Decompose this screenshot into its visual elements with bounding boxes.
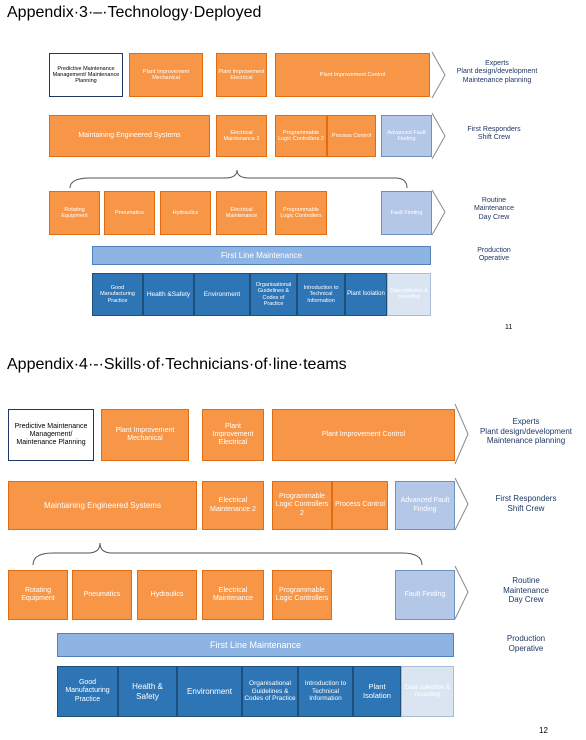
box-pneumatics: Pneumatics	[72, 570, 132, 620]
box-plant-isolation: Plant Isolation	[353, 666, 401, 717]
side-label-experts: Experts Plant design/development Mainten…	[471, 417, 581, 446]
side-shift-crew: Shift Crew	[477, 134, 511, 142]
curly-brace	[32, 542, 423, 566]
box-plant-improvement-electrical: Plant Improvement Electrical	[216, 53, 267, 97]
box-first-line-maintenance: First Line Maintenance	[92, 246, 431, 265]
box-data-collection: Data collection & recording	[401, 666, 454, 717]
box-hydraulics: Hydraulics	[137, 570, 197, 620]
side-label-production: Production Operative	[442, 247, 546, 264]
side-maintenance-planning: Maintenance planning	[462, 76, 532, 84]
box-maintaining-engineered-systems: Maintaining Engineered Systems	[49, 115, 210, 157]
appendix-3-title: Appendix·3·–·Technology·Deployed	[7, 4, 262, 21]
box-advanced-fault-finding: Advanced Fault Finding	[395, 481, 455, 530]
side-production: Production	[477, 247, 511, 254]
side-maintenance: Maintenance	[503, 585, 549, 595]
box-plant-improvement-control: Plant Improvement Control	[275, 53, 430, 97]
side-label-routine: Routine Maintenance Day Crew	[471, 576, 581, 605]
side-label-routine: Routine Maintenance Day Crew	[442, 197, 546, 222]
side-label-first-responders: First Responders Shift Crew	[442, 126, 546, 143]
box-electrical-maintenance-2: Electrical Maintenance 2	[202, 481, 264, 530]
side-experts: Experts	[485, 60, 509, 67]
side-label-experts: Experts Plant design/development Mainten…	[442, 60, 552, 85]
box-rotating-equipment: Rotating Equipment	[8, 570, 68, 620]
box-plc: Programmable Logic Controllers	[275, 191, 327, 235]
box-plc: Programmable Logic Controllers	[272, 570, 332, 620]
box-pneumatics: Pneumatics	[104, 191, 155, 235]
box-plant-improvement-mechanical: Plant Improvement Mechanical	[101, 409, 189, 461]
box-rotating-equipment: Rotating Equipment	[49, 191, 100, 235]
appendix-4-section: Appendix·4·-·Skills·of·Technicians·of·li…	[0, 356, 586, 740]
box-plant-improvement-mechanical: Plant Improvement Mechanical	[129, 53, 203, 97]
box-plant-improvement-electrical: Plant Improvement Electrical	[202, 409, 264, 461]
box-health-safety: Health &Safety	[143, 273, 194, 316]
chevron-first-responders	[454, 477, 469, 531]
box-plc-2: Programmable Logic Controllers 2	[272, 481, 332, 530]
side-plant-design: Plant design/development	[479, 426, 573, 436]
appendix-4-connectors	[32, 403, 469, 620]
side-maintenance: Maintenance	[473, 205, 515, 213]
page-number: 12	[539, 726, 548, 735]
side-production: Production	[506, 634, 546, 643]
box-health-safety: Health & Safety	[118, 666, 177, 717]
box-hydraulics: Hydraulics	[160, 191, 211, 235]
side-plant-design: Plant design/development	[456, 68, 538, 76]
box-organisational-guidelines: Organisational Guidelines & Codes of Pra…	[250, 273, 297, 316]
box-electrical-maintenance: Electrical Maintenance	[202, 570, 264, 620]
box-first-line-maintenance: First Line Maintenance	[57, 633, 454, 657]
side-routine: Routine	[512, 576, 540, 585]
side-experts: Experts	[512, 417, 540, 426]
box-good-manufacturing-practice: Good Manufacturing Practice	[92, 273, 143, 316]
box-electrical-maintenance: Electrical Maintenance	[216, 191, 267, 235]
chevron-routine	[431, 189, 446, 236]
box-plant-isolation: Plant Isolation	[345, 273, 387, 316]
side-maintenance-planning: Maintenance planning	[486, 436, 566, 446]
box-maintaining-engineered-systems: Maintaining Engineered Systems	[8, 481, 197, 530]
page-number: 11	[505, 324, 513, 331]
box-organisational-guidelines: Organisational Guidelines & Codes of Pra…	[242, 666, 298, 717]
box-plant-improvement-control: Plant Improvement Control	[272, 409, 455, 461]
side-first-responders: First Responders	[467, 126, 521, 133]
chevron-routine	[454, 565, 469, 620]
box-fault-finding: Fault Finding	[381, 191, 432, 235]
side-label-production: Production Operative	[471, 634, 581, 653]
side-day-crew: Day Crew	[478, 213, 510, 221]
side-routine: Routine	[481, 197, 507, 204]
side-label-first-responders: First Responders Shift Crew	[471, 494, 581, 513]
box-electrical-maintenance-2: Electrical Maintenance 2	[216, 115, 267, 157]
box-advanced-fault-finding: Advanced Fault Finding	[381, 115, 432, 157]
side-first-responders: First Responders	[495, 494, 557, 503]
appendix-3-connectors	[69, 51, 446, 236]
box-good-manufacturing-practice: Good Manufacturing Practice	[57, 666, 118, 717]
side-day-crew: Day Crew	[508, 595, 544, 605]
box-predictive-maintenance: Predictive Maintenance Management/ Maint…	[8, 409, 94, 461]
curly-brace	[69, 169, 408, 189]
box-environment: Environment	[194, 273, 250, 316]
box-process-control: Process Control	[327, 115, 376, 157]
box-process-control: Process Control	[332, 481, 388, 530]
chevron-first-responders	[431, 112, 446, 160]
box-data-collection: Data collection & recording	[387, 273, 431, 316]
side-shift-crew: Shift Crew	[507, 503, 545, 513]
appendix-3-section: Appendix·3·–·Technology·Deployed Predict…	[7, 4, 552, 331]
box-plc-2: Programmable Logic Controllers 2	[275, 115, 327, 157]
chevron-experts	[431, 51, 446, 99]
box-fault-finding: Fault Finding	[395, 570, 455, 620]
side-operative: Operative	[508, 643, 544, 653]
box-environment: Environment	[177, 666, 242, 717]
box-intro-technical-information: Introduction to Technical Information	[298, 666, 353, 717]
box-intro-technical-information: Introduction to Technical Information	[297, 273, 345, 316]
box-predictive-maintenance: Predictive Maintenance Management/ Maint…	[49, 53, 123, 97]
appendix-4-title: Appendix·4·-·Skills·of·Technicians·of·li…	[7, 356, 347, 373]
chevron-experts	[454, 403, 469, 465]
side-operative: Operative	[478, 255, 510, 263]
